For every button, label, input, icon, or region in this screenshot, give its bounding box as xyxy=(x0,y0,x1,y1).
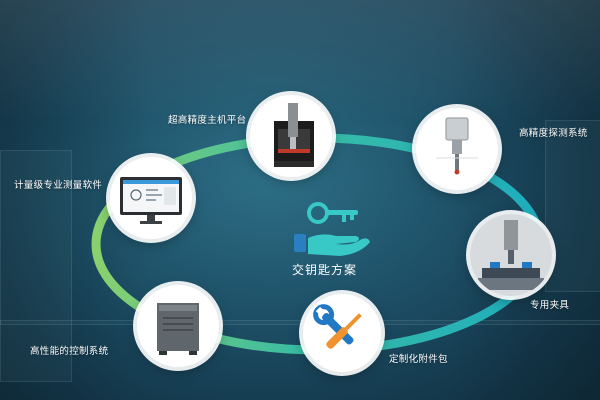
node-fixture xyxy=(470,214,552,296)
background-machine-right xyxy=(545,120,600,292)
node-software xyxy=(110,157,192,239)
node-control xyxy=(137,285,219,367)
node-fixture-label: 专用夹具 xyxy=(530,300,570,311)
probe-icon xyxy=(436,117,478,175)
node-accessory xyxy=(303,294,381,372)
node-probe xyxy=(416,108,498,190)
node-accessory-label: 定制化附件包 xyxy=(389,354,448,365)
node-platform-label: 超高精度主机平台 xyxy=(168,115,247,126)
background-machine-left xyxy=(0,150,72,382)
controller-cabinet-icon xyxy=(157,303,199,355)
fixture-icon xyxy=(470,214,552,296)
wrench-screwdriver-icon xyxy=(313,304,362,349)
node-probe-label: 高精度探测系统 xyxy=(519,128,588,139)
node-control-label: 高性能的控制系统 xyxy=(30,346,109,357)
software-monitor-icon xyxy=(120,177,182,224)
background-rail xyxy=(0,320,600,325)
node-platform xyxy=(250,95,332,177)
node-software-label: 计量级专业测量软件 xyxy=(14,180,103,191)
center-label: 交钥匙方案 xyxy=(292,263,358,277)
cmm-machine-icon xyxy=(274,103,314,167)
